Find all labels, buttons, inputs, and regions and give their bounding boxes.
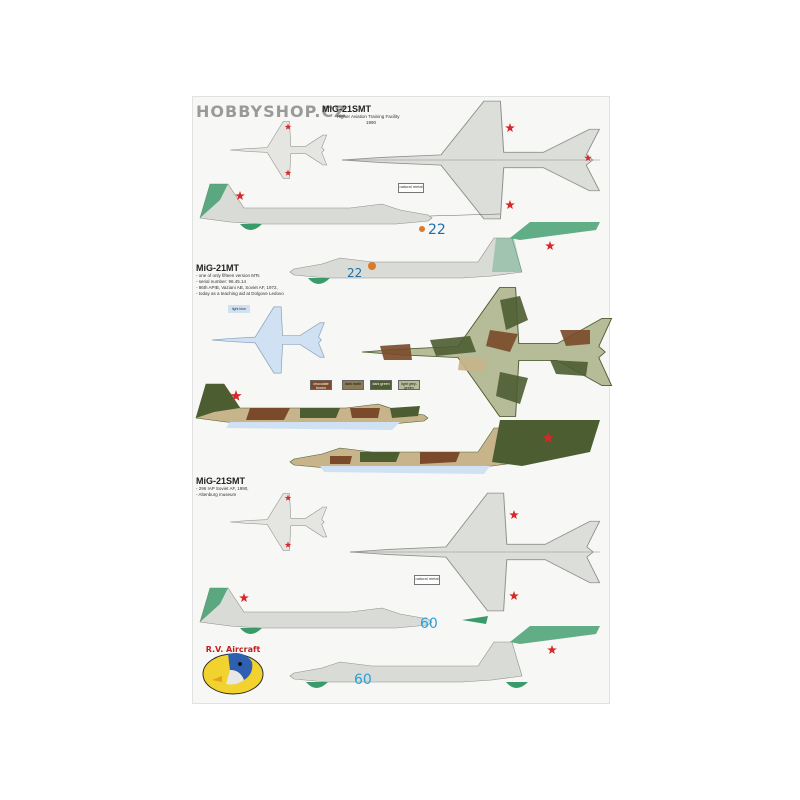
- number-22-left: 22: [428, 222, 446, 238]
- number-60-right: 60: [354, 672, 372, 688]
- star-icon: [547, 645, 557, 654]
- natural-metal-tag-2: natural metal: [414, 575, 440, 585]
- rv-aircraft-logo: R.V. Aircraft: [200, 640, 266, 698]
- section-2-title: MiG-21MT: [196, 263, 240, 273]
- swatch-chocolate-brown: chocolate brown: [310, 380, 332, 390]
- section-1-title: MiG-21SMT: [322, 104, 372, 114]
- section-3-title: MiG-21SMT: [196, 476, 246, 486]
- aircraft-side-right-3: [199, 587, 433, 629]
- aircraft-underside-small-3: [229, 493, 328, 551]
- number-22-right: 22: [347, 266, 362, 280]
- star-icon: [509, 591, 519, 600]
- swatch-dark-earth: dark earth: [342, 380, 364, 390]
- aircraft-underside-small-1: [229, 121, 328, 179]
- section-3-line-1: - 296 IAP Soviet AF, 1990,: [196, 486, 249, 491]
- swatch-light-grey-green: light grey-green: [398, 380, 420, 390]
- section-2-line-3: - 86th APIB, Vaziani AB, Soviet AF, 1972…: [196, 285, 278, 290]
- aircraft-underside-small-2: [211, 306, 325, 374]
- natural-metal-tag-1: natural metal: [398, 183, 424, 193]
- star-icon: [505, 123, 515, 132]
- logo-text: R.V. Aircraft: [206, 645, 261, 654]
- decal-sheet: [192, 96, 610, 704]
- aircraft-side-left-3: [289, 641, 523, 683]
- aircraft-side-right-1: [199, 183, 433, 225]
- star-icon: [505, 200, 515, 209]
- section-1-line-1: - Higher Aviation Training Facility: [334, 114, 400, 119]
- star-icon: [509, 510, 519, 519]
- aircraft-side-left-1: [289, 237, 523, 279]
- section-3-line-2: - Altenburg museum: [196, 492, 237, 497]
- section-1-line-2: 1990: [366, 120, 377, 125]
- aircraft-side-left-camo: [289, 427, 523, 469]
- section-2-line-1: - one of only fifteen version MTs: [196, 273, 260, 278]
- number-60-left: 60: [420, 616, 438, 632]
- section-2-line-4: - today as a teaching aid at Dolgove Led…: [196, 291, 284, 296]
- swatch-dark-green: dark green: [370, 380, 392, 390]
- section-2-line-2: - serial number: 96.45.14: [196, 279, 247, 284]
- watermark: HOBBYSHOP.CZ: [196, 102, 347, 121]
- star-icon: [545, 241, 555, 250]
- light-blue-tag: light blue: [228, 305, 250, 313]
- star-icon: [239, 593, 249, 602]
